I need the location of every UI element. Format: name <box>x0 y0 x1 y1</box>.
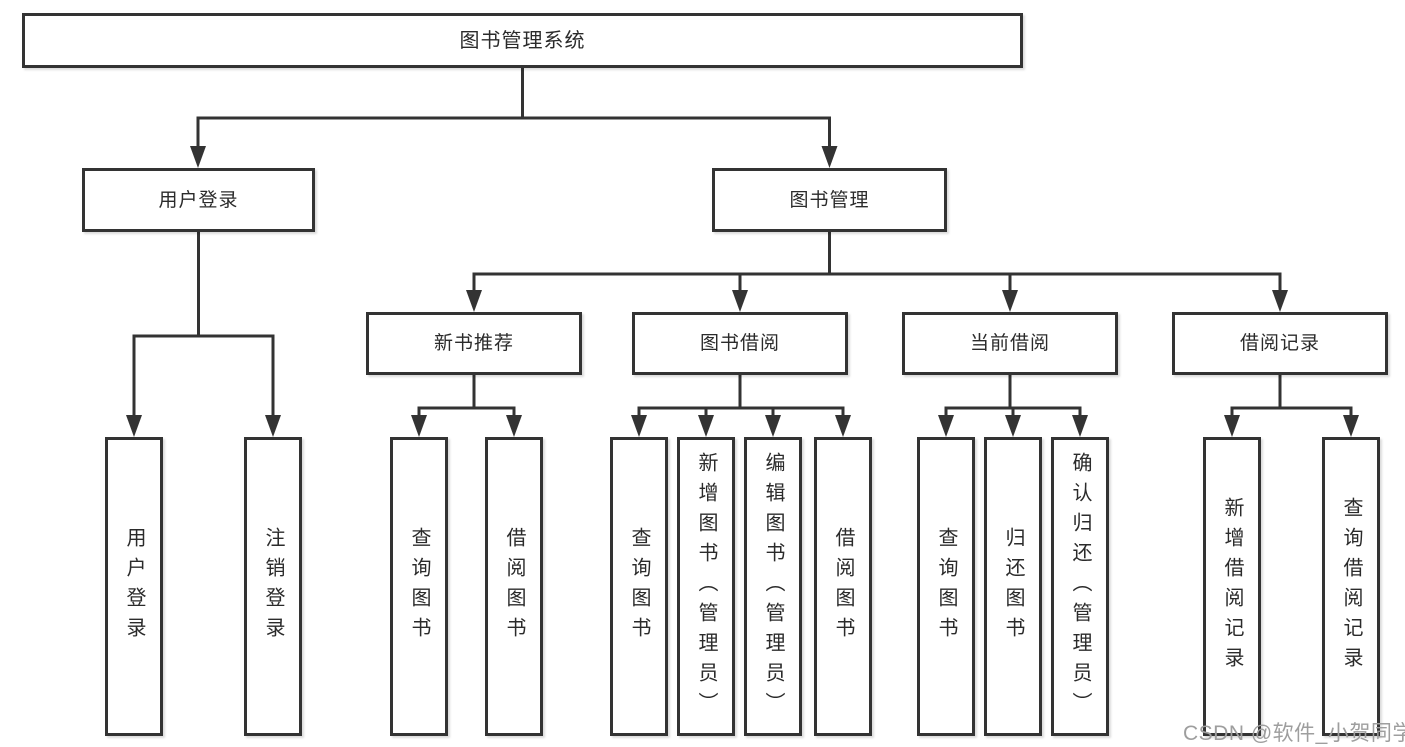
leaf-add-borrow-record-label: 新增借阅记录 <box>1221 496 1243 677</box>
leaf-query-borrow-record-label: 查询借阅记录 <box>1340 496 1362 677</box>
leaf-borrow-book-label: 借阅图书 <box>832 526 854 647</box>
leaf-add-borrow-record: 新增借阅记录 <box>1203 437 1261 736</box>
leaf-confirm-return-admin-label: 确认归还（管理员） <box>1069 451 1091 722</box>
leaf-edit-book-admin-label: 编辑图书（管理员） <box>762 451 784 722</box>
node-user-login-branch: 用户登录 <box>82 168 315 232</box>
leaf-borrow-query-book: 查询图书 <box>610 437 668 736</box>
leaf-edit-book-admin: 编辑图书（管理员） <box>744 437 802 736</box>
leaf-return-book-label: 归还图书 <box>1002 526 1024 647</box>
leaf-query-borrow-record: 查询借阅记录 <box>1322 437 1380 736</box>
leaf-add-book-admin: 新增图书（管理员） <box>677 437 735 736</box>
leaf-logout-label: 注销登录 <box>262 526 284 647</box>
leaf-current-query-book-label: 查询图书 <box>935 526 957 647</box>
leaf-add-book-admin-label: 新增图书（管理员） <box>695 451 717 722</box>
leaf-recommend-borrow-book: 借阅图书 <box>485 437 543 736</box>
leaf-confirm-return-admin: 确认归还（管理员） <box>1051 437 1109 736</box>
node-book-management-label: 图书管理 <box>789 189 870 211</box>
leaf-return-book: 归还图书 <box>984 437 1042 736</box>
leaf-current-query-book: 查询图书 <box>917 437 975 736</box>
leaf-user-login-label: 用户登录 <box>123 526 145 647</box>
node-current-borrow-label: 当前借阅 <box>969 333 1050 354</box>
node-borrow-records: 借阅记录 <box>1172 312 1388 375</box>
node-library-system-label: 图书管理系统 <box>459 29 586 52</box>
leaf-user-login: 用户登录 <box>105 437 163 736</box>
node-book-borrow-label: 图书借阅 <box>699 333 780 354</box>
node-book-borrow: 图书借阅 <box>632 312 848 375</box>
node-borrow-records-label: 借阅记录 <box>1239 333 1320 354</box>
leaf-borrow-query-book-label: 查询图书 <box>628 526 650 647</box>
node-book-management: 图书管理 <box>712 168 947 232</box>
leaf-logout: 注销登录 <box>244 437 302 736</box>
leaf-borrow-book: 借阅图书 <box>814 437 872 736</box>
leaf-recommend-query-book: 查询图书 <box>390 437 448 736</box>
node-new-book-recommend-label: 新书推荐 <box>433 333 514 354</box>
node-library-system: 图书管理系统 <box>22 13 1023 68</box>
node-current-borrow: 当前借阅 <box>902 312 1118 375</box>
leaf-recommend-borrow-book-label: 借阅图书 <box>503 526 525 647</box>
watermark: CSDN @软件_小贺同学 <box>1183 722 1405 745</box>
node-user-login-branch-label: 用户登录 <box>158 189 239 211</box>
leaf-recommend-query-book-label: 查询图书 <box>408 526 430 647</box>
node-new-book-recommend: 新书推荐 <box>366 312 582 375</box>
